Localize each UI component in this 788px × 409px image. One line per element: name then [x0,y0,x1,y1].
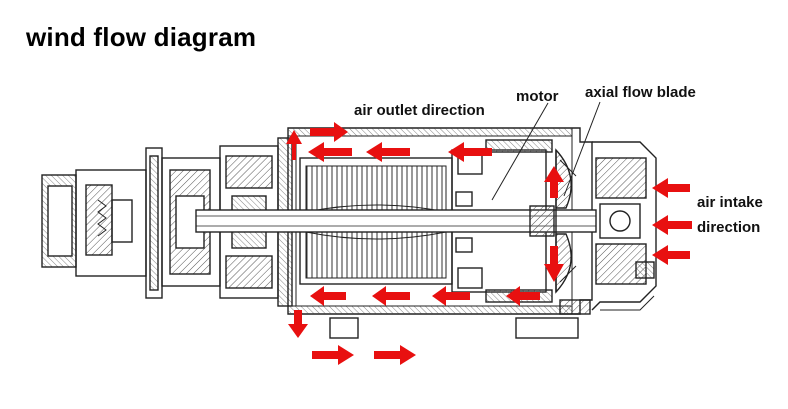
motor-shaft [195,205,597,237]
outlet-arrow-top [308,142,352,162]
label-axial-flow-blade: axial flow blade [585,84,696,101]
updraft-arrow [544,166,564,198]
downdraft-arrow [544,246,564,282]
intake-arrow [652,215,692,235]
label-air-outlet-direction: air outlet direction [354,102,485,119]
label-air-intake-line2: direction [697,219,761,236]
outlet-arrow-top [448,142,492,162]
label-motor: motor [516,88,559,105]
motor-leader-line [491,102,549,201]
outlet-arrow-exit [286,130,302,160]
motor-housing-shell [287,127,593,339]
outlet-arrow-top [366,142,410,162]
outlet-arrow-bottom [432,286,470,306]
outlet-arrow-down [288,310,308,338]
exit-arrow [312,345,354,365]
outlet-arrow-bottom [310,286,346,306]
diagram-title: wind flow diagram [26,22,257,52]
outlet-arrow-bottom [372,286,410,306]
exit-arrow [374,345,416,365]
gearbox-housing [41,137,293,307]
outlet-arrow-bottom [506,286,540,306]
label-air-intake-line1: air intake [697,194,763,211]
intake-arrow [652,245,690,265]
intake-arrow [652,178,690,198]
outlet-arrow-exit [310,122,348,142]
airflow-arrows [286,122,692,365]
blade-leader-line [563,101,601,197]
intake-end-cap [591,141,657,311]
